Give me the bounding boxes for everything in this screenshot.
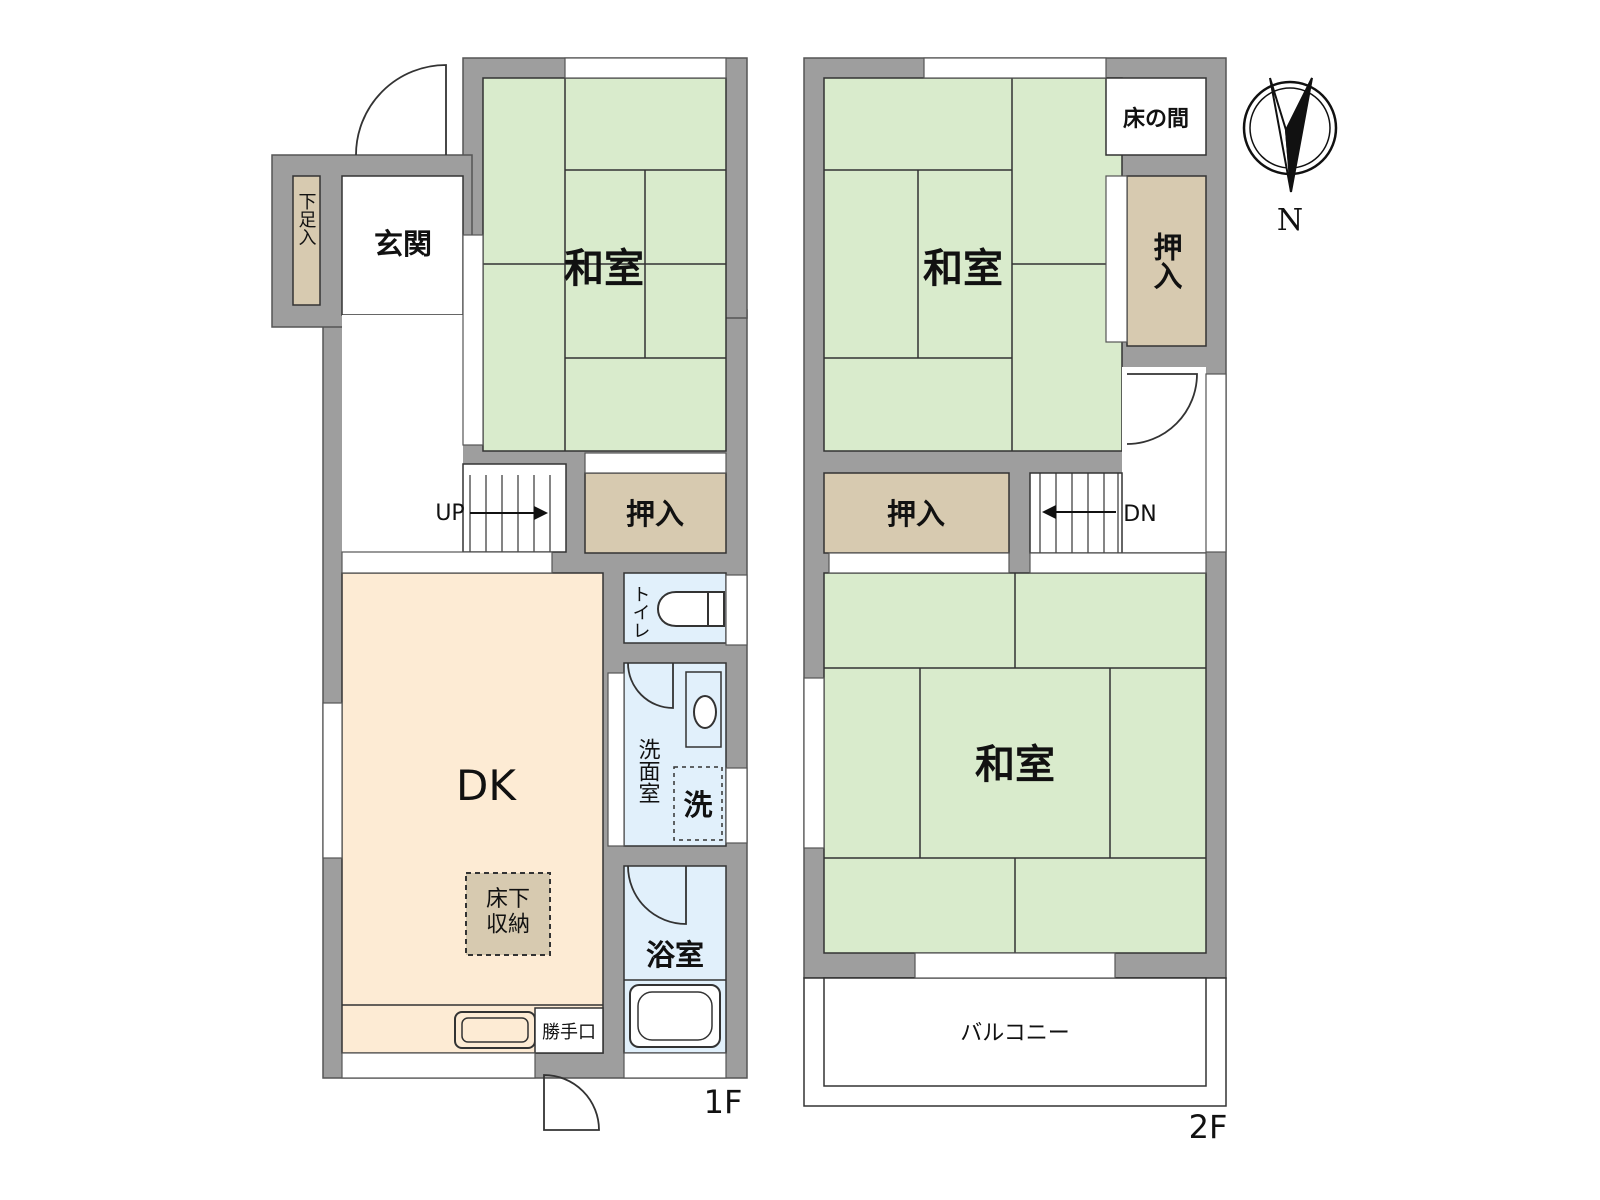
tatami-lines-1f <box>483 78 726 451</box>
room-tokonoma <box>1105 77 1207 156</box>
room-label-dk: DK <box>456 761 517 810</box>
room-kitchen-door-label-box <box>534 1007 604 1054</box>
floor-1: 和室 玄関 下足入 UP 押入 DK 床下収納 勝手口 トイレ 洗面室 洗 浴室… <box>271 57 748 1131</box>
bath-door-swing <box>627 865 687 925</box>
room-label-toilet: トイレ <box>630 585 651 639</box>
windows-1f <box>322 57 748 1079</box>
room-shoe-closet <box>292 175 321 306</box>
stairs-label-up: UP <box>435 501 464 526</box>
floor-label-2f: 2F <box>1189 1108 1228 1146</box>
bathtub-inner-icon <box>637 991 713 1041</box>
washer-space <box>673 766 723 841</box>
room-label-closet-2f-east: 押入 <box>1149 232 1183 290</box>
compass-icon: N <box>1242 77 1338 238</box>
room-label-closet-2f-west: 押入 <box>887 497 945 531</box>
room-label-japanese-2f-south: 和室 <box>975 742 1055 788</box>
compass-north-label: N <box>1277 203 1303 238</box>
room-label-tokonoma: 床の間 <box>1123 106 1189 132</box>
doors-1f <box>355 64 687 1131</box>
tatami-lines-2f-south <box>824 573 1206 953</box>
room-closet-1f <box>584 472 727 554</box>
bathtub-icon <box>629 984 721 1048</box>
room-label-shoe-closet: 下足入 <box>296 192 317 246</box>
room-label-entrance: 玄関 <box>374 227 432 261</box>
room-stairs-1f <box>462 463 567 553</box>
underfloor-storage <box>465 872 551 956</box>
room-closet-2f-east <box>1126 175 1207 347</box>
room-label-bathroom: 浴室 <box>646 938 704 972</box>
room-hall-1f <box>342 315 463 552</box>
room-label-japanese-1f: 和室 <box>564 246 644 292</box>
toilet-tank-icon <box>707 591 725 627</box>
room-hall-2f <box>1122 367 1206 552</box>
room-label-closet-1f: 押入 <box>626 497 684 531</box>
floor-2: 和室 床の間 押入 押入 DN 和室 バルコニー 2F <box>803 57 1228 1146</box>
room-balcony-inner <box>823 977 1207 1087</box>
tatami-lines-2f-north <box>824 78 1122 451</box>
room-closet-2f-west <box>823 472 1010 554</box>
room-label-japanese-2f-north: 和室 <box>923 246 1003 292</box>
room-label-kitchen-door: 勝手口 <box>542 1022 596 1043</box>
hall-door-swing-2f <box>1126 373 1198 445</box>
room-label-underfloor-storage: 床下収納 <box>486 887 530 937</box>
floor-label-1f: 1F <box>704 1083 743 1121</box>
kitchen-door-swing <box>543 1074 600 1131</box>
kitchen-sink-basin-icon <box>461 1017 529 1043</box>
stairs-arrowhead-2f <box>1042 505 1056 519</box>
stairs-arrowhead-1f <box>534 506 548 520</box>
room-dk <box>341 572 604 1054</box>
windows-2f <box>803 57 1227 979</box>
toilet-bowl-icon <box>657 591 709 627</box>
room-label-washroom: 洗面室 <box>635 738 661 804</box>
room-label-balcony: バルコニー <box>960 1021 1070 1046</box>
room-entrance <box>341 175 464 316</box>
room-label-washer: 洗 <box>683 788 712 822</box>
wash-basin-icon <box>693 695 717 729</box>
stairs-label-dn: DN <box>1123 502 1156 527</box>
toilet-door-swing <box>627 662 674 709</box>
entrance-door-swing <box>355 64 447 156</box>
